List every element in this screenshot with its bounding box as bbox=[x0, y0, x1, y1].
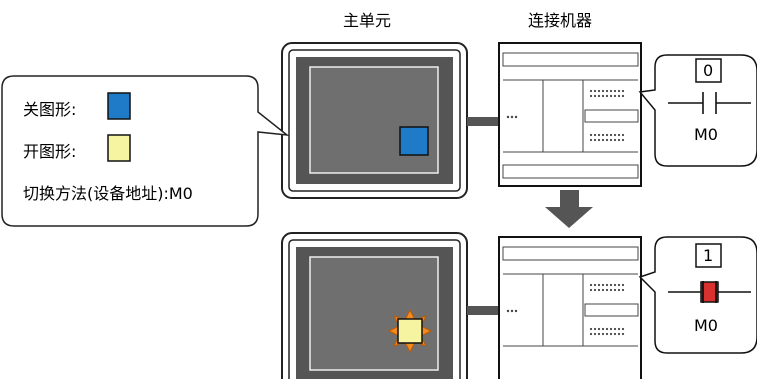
connected-device-title: 连接机器 bbox=[528, 11, 593, 30]
on-shape-label: 开图形: bbox=[23, 142, 77, 161]
legend-callout bbox=[1, 75, 290, 227]
cable-top bbox=[467, 117, 500, 126]
contact-callout-bottom bbox=[638, 236, 757, 354]
plc-top bbox=[498, 42, 642, 187]
on-shape-flash-icon bbox=[387, 308, 433, 354]
value-box-bottom bbox=[695, 243, 722, 268]
down-arrow-icon bbox=[545, 190, 593, 228]
main-unit-top bbox=[281, 42, 468, 199]
on-shape-swatch bbox=[107, 134, 131, 162]
ladder-contact-top bbox=[668, 92, 751, 114]
contact-value-bottom: 1 bbox=[703, 246, 714, 265]
contact-value-top: 0 bbox=[703, 61, 714, 80]
cable-bottom bbox=[467, 306, 500, 315]
switch-method-label: 切换方法(设备地址):M0 bbox=[23, 184, 193, 203]
contact-callout-top bbox=[638, 54, 757, 167]
off-shape-label: 关图形: bbox=[23, 100, 77, 119]
main-unit-bottom bbox=[281, 232, 468, 379]
value-box-top bbox=[695, 58, 722, 83]
main-unit-title: 主单元 bbox=[343, 11, 392, 30]
plc-bottom bbox=[498, 236, 642, 379]
ladder-contact-bottom bbox=[668, 281, 751, 303]
contact-device-top: M0 bbox=[694, 125, 718, 144]
contact-device-bottom: M0 bbox=[694, 316, 718, 335]
off-shape-on-screen bbox=[399, 126, 429, 156]
off-shape-swatch bbox=[107, 92, 131, 120]
